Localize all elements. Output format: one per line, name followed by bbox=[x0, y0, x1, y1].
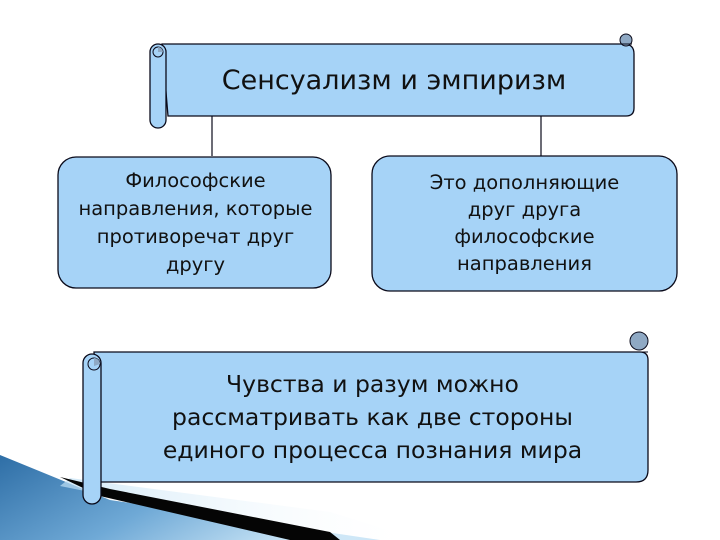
bottom-banner-text: Чувства и разум можно рассматривать как … bbox=[100, 352, 645, 482]
right-line-2: друг друга bbox=[467, 197, 582, 221]
left-line-4: другу bbox=[165, 253, 226, 276]
right-concept-box bbox=[371, 155, 678, 292]
left-line-3: противоречат друг bbox=[96, 225, 295, 248]
right-concept-text: Это дополняющие друг друга философские н… bbox=[372, 155, 677, 290]
left-concept-box bbox=[57, 156, 332, 289]
bottom-line-1: Чувства и разум можно bbox=[226, 369, 519, 398]
corner-decoration bbox=[0, 455, 420, 540]
diagram-title: Сенсуализм и эмпиризм bbox=[160, 48, 628, 112]
left-line-2: направления, которые bbox=[78, 197, 313, 220]
left-line-1: Философские bbox=[125, 169, 266, 192]
bottom-scroll-banner bbox=[82, 331, 649, 505]
title-scroll-banner bbox=[149, 33, 635, 129]
right-line-4: направления bbox=[457, 251, 592, 275]
bottom-line-2: рассматривать как две стороны bbox=[172, 402, 573, 431]
title-label: Сенсуализм и эмпиризм bbox=[221, 64, 567, 96]
right-line-1: Это дополняющие bbox=[429, 170, 620, 194]
left-concept-text: Философские направления, которые противо… bbox=[58, 158, 333, 288]
right-line-3: философские bbox=[454, 224, 595, 248]
bottom-line-3: единого процесса познания мира bbox=[162, 435, 583, 464]
